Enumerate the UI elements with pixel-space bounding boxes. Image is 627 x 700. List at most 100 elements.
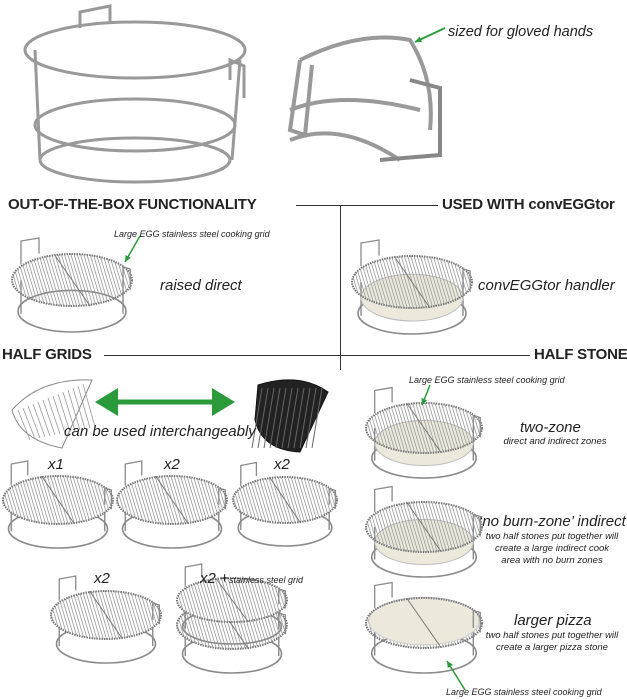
grid-bar — [53, 476, 69, 524]
grid-bar — [17, 409, 31, 441]
grid-bar — [135, 254, 151, 306]
grid-bar — [423, 256, 440, 308]
arrow-head — [421, 398, 428, 405]
handle — [360, 239, 380, 267]
grid-bar — [78, 476, 95, 524]
grid-bar — [349, 598, 364, 648]
rack-leg — [33, 49, 42, 161]
grid-bar — [437, 403, 454, 453]
grid-bar — [57, 393, 71, 433]
grid-bar — [144, 254, 160, 306]
grid-bar — [428, 403, 444, 453]
handle — [104, 487, 112, 510]
handle — [374, 581, 393, 608]
grid-rim — [351, 255, 473, 309]
grid-bar — [0, 476, 1, 524]
grid-bar — [41, 254, 58, 306]
grid-bar — [148, 476, 164, 524]
grid-split — [155, 475, 189, 525]
grid-bar — [383, 403, 400, 453]
detail-ring — [289, 131, 402, 162]
grid-bar — [269, 387, 281, 449]
interchange-label: can be used interchangeably — [64, 423, 256, 440]
grid-bar — [62, 476, 79, 524]
grid-bar — [405, 502, 422, 552]
grid-bar — [393, 502, 409, 552]
grid-bar — [251, 387, 263, 449]
rack-handle — [78, 4, 112, 28]
grid-bar — [72, 476, 88, 524]
grid-bar — [334, 256, 350, 308]
grid-bar — [141, 476, 157, 524]
convegg-handler-label: convEGGtor handler — [478, 277, 615, 294]
grid-bar — [418, 403, 435, 453]
grid-bar — [447, 403, 464, 453]
grid-bar — [38, 254, 55, 306]
grid-split — [89, 590, 123, 640]
grid-bar — [295, 601, 309, 649]
grid-bar — [183, 476, 199, 524]
grid-bar — [78, 591, 95, 639]
grid-bar — [447, 502, 464, 552]
grid-bar — [412, 502, 428, 552]
handle — [374, 386, 393, 413]
grid-bar — [386, 502, 403, 552]
grid-bar — [80, 254, 97, 306]
grid-bar — [217, 578, 232, 622]
pizza-desc: two half stones put together will — [485, 630, 619, 641]
grid-bar — [60, 254, 78, 306]
config-extra-label: stainless steel grid — [229, 575, 304, 585]
arrow-head — [125, 255, 131, 262]
grid-bar — [274, 477, 290, 523]
grid-bar — [261, 477, 277, 523]
rack-handle — [228, 57, 246, 98]
grid-bar — [48, 254, 65, 306]
grid-bar — [281, 387, 293, 449]
grill-icon — [35, 575, 162, 664]
grid-bar — [67, 389, 81, 431]
grid-bar — [30, 476, 47, 524]
grid-bar — [439, 256, 456, 308]
arrow-head — [95, 388, 118, 416]
grid-bar — [375, 256, 392, 308]
grid-bar — [486, 403, 501, 453]
grid-bar — [35, 591, 49, 639]
grid-bar — [114, 591, 130, 639]
grid-bar — [96, 254, 113, 306]
grid-bar — [46, 476, 63, 524]
grid-bars — [35, 591, 161, 639]
grid-bar — [28, 254, 46, 306]
stone-grid-callout-top: Large EGG stainless steel cooking grid — [409, 375, 565, 385]
detail-handle — [379, 78, 442, 162]
grid-bar — [107, 591, 123, 639]
grid-bar — [224, 578, 239, 622]
grid-bar — [290, 477, 306, 523]
grid-bar — [189, 476, 205, 524]
grid-bar — [434, 403, 451, 453]
grid-bar — [303, 477, 318, 523]
grid-bar — [128, 476, 145, 524]
detail-ring — [299, 35, 433, 131]
grid-bar — [82, 383, 96, 428]
grid-bar — [393, 403, 409, 453]
grid-bar — [211, 578, 226, 622]
grid-bar — [263, 387, 275, 449]
grid-bar — [154, 476, 170, 524]
pizza-desc: create a larger pizza stone — [496, 642, 608, 653]
grid-bar — [138, 254, 154, 306]
grid-bar — [249, 477, 264, 523]
grid-bar — [384, 256, 402, 308]
grid-split — [268, 476, 302, 524]
grid-bar — [14, 476, 31, 524]
grid-bar — [287, 387, 299, 449]
grid-bar — [177, 601, 179, 649]
grid-bar — [69, 591, 85, 639]
handle — [20, 237, 40, 265]
grid-bar — [196, 476, 212, 524]
grid-bar — [366, 598, 368, 648]
section-title-half-stone: HALF STONE — [534, 346, 627, 363]
grid-bar — [352, 256, 357, 308]
grid-bar — [366, 403, 371, 453]
handle — [124, 460, 143, 486]
grid-bar — [73, 254, 90, 306]
